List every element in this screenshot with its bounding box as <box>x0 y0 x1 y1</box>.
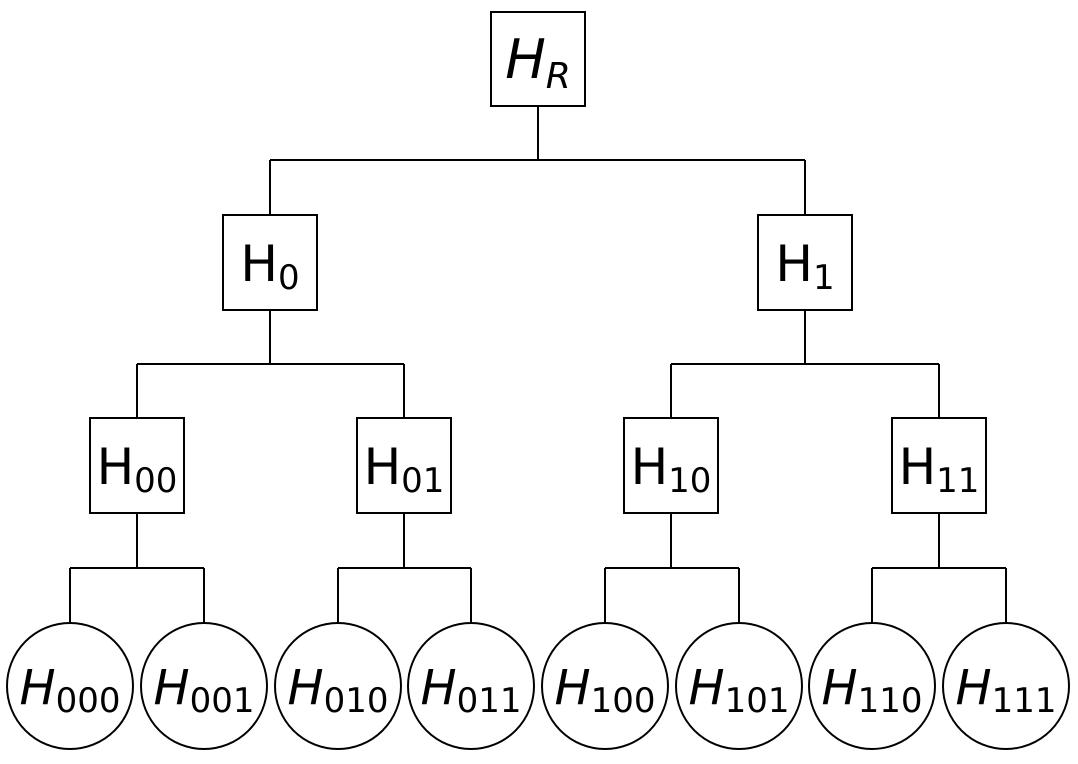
leaf-h011: H011 <box>407 622 535 750</box>
leaf-h010: H010 <box>274 622 402 750</box>
leaf-h100-label: H100 <box>555 660 656 721</box>
leaf-h110-label: H110 <box>822 660 923 721</box>
node-h0-label: H0 <box>240 235 299 298</box>
node-h10-label: H10 <box>631 438 712 501</box>
node-h1: H1 <box>757 214 853 311</box>
node-h00: H00 <box>89 417 185 514</box>
leaf-h010-label: H010 <box>288 660 389 721</box>
leaf-h001-label: H001 <box>154 660 255 721</box>
edge-h11-children <box>871 513 1007 623</box>
node-h0: H0 <box>222 214 318 311</box>
node-h10: H10 <box>623 417 719 514</box>
tree-edges <box>69 106 1007 623</box>
leaf-h110: H110 <box>808 622 936 750</box>
leaf-h101: H101 <box>675 622 803 750</box>
root-base: H <box>505 28 546 91</box>
node-h01: H01 <box>356 417 452 514</box>
leaf-h101-label: H101 <box>689 660 790 721</box>
leaf-h011-label: H011 <box>421 660 522 721</box>
edge-h01-children <box>337 513 472 623</box>
edge-h0-children <box>136 310 405 418</box>
leaf-h100: H100 <box>541 622 669 750</box>
node-h00-label: H00 <box>97 438 178 501</box>
leaf-h000: H000 <box>6 622 134 750</box>
edge-h10-children <box>604 513 740 623</box>
node-h1-label: H1 <box>775 235 834 298</box>
node-h11-label: H11 <box>899 438 980 501</box>
root-sub: R <box>546 56 571 97</box>
edge-h00-children <box>69 513 205 623</box>
leaf-h001: H001 <box>140 622 268 750</box>
root-node: HR <box>490 11 586 107</box>
node-h01-label: H01 <box>364 438 445 501</box>
leaf-h111: H111 <box>942 622 1070 750</box>
root-node-label: HR <box>505 28 571 97</box>
edge-h1-children <box>670 310 940 418</box>
leaf-h000-label: H000 <box>20 660 121 721</box>
edge-root-children <box>269 106 806 215</box>
leaf-h111-label: H111 <box>956 660 1057 721</box>
node-h11: H11 <box>891 417 987 514</box>
